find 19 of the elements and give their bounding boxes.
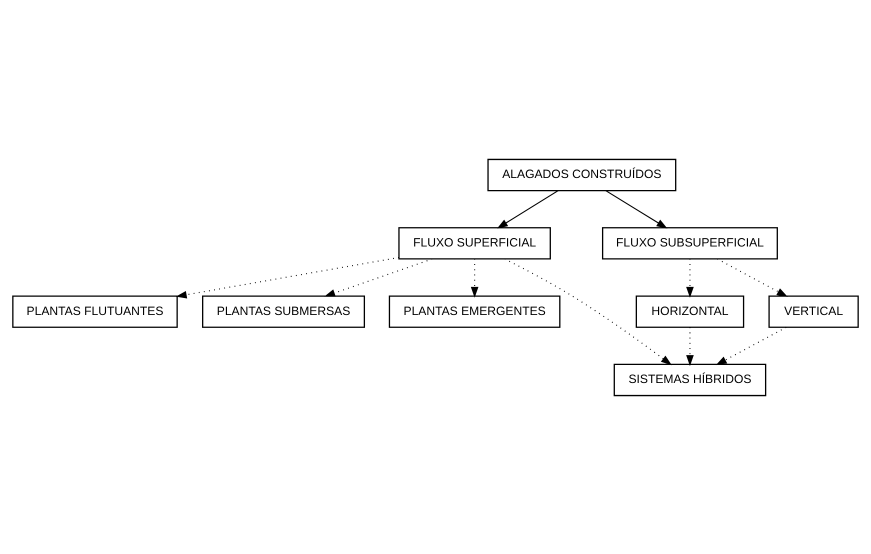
node-box: VERTICAL (768, 294, 859, 328)
arrow (686, 258, 694, 298)
arrow (470, 258, 478, 298)
node-box: FLUXO SUBSUPERFICIAL (602, 226, 778, 260)
arrow (606, 190, 668, 228)
node-box: PLANTAS SUBMERSAS (202, 294, 366, 328)
arrow (716, 326, 786, 365)
arrow (717, 258, 788, 296)
node-box: PLANTAS FLUTUANTES (12, 294, 178, 328)
arrow (176, 256, 400, 298)
arrow (496, 190, 558, 228)
node-box: PLANTAS EMERGENTES (388, 294, 560, 328)
node-box: ALAGADOS CONSTRUÍDOS (487, 158, 676, 191)
arrow (504, 258, 672, 365)
node-box: SISTEMAS HÍBRIDOS (614, 363, 766, 396)
node-box: FLUXO SUPERFICIAL (398, 226, 551, 260)
node-box: HORIZONTAL (636, 294, 744, 328)
arrow (686, 326, 694, 366)
arrow (324, 258, 432, 296)
